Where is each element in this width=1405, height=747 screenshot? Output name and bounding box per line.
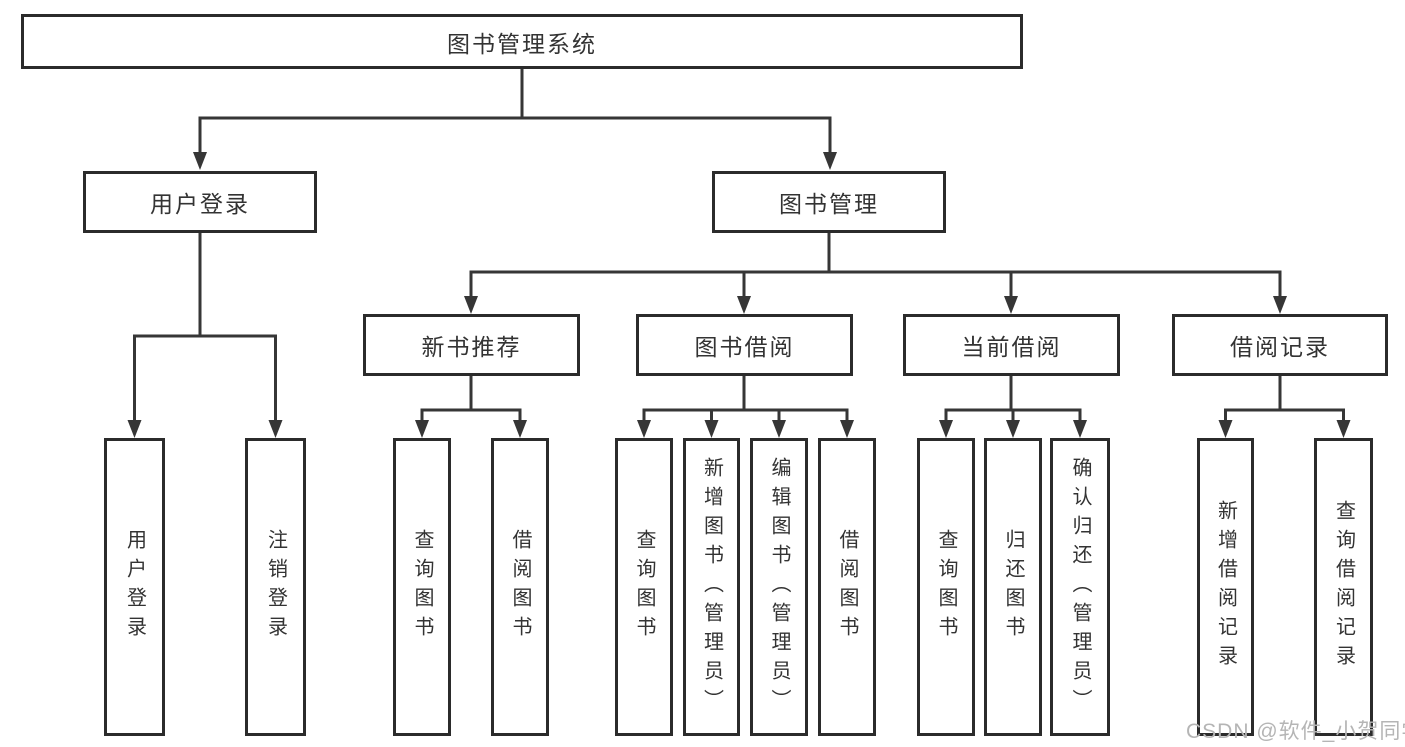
node-leaf-query-books: 查询图书 bbox=[917, 438, 975, 736]
node-leaf-edit-books-admin: 编辑图书（管理员） bbox=[750, 438, 808, 736]
node-book-management: 图书管理 bbox=[712, 171, 946, 233]
node-leaf-user-login: 用户登录 bbox=[104, 438, 165, 736]
node-leaf-query-borrow-record: 查询借阅记录 bbox=[1314, 438, 1373, 736]
node-leaf-borrow-books: 借阅图书 bbox=[818, 438, 876, 736]
node-book-borrow: 图书借阅 bbox=[636, 314, 853, 376]
arrowhead-icons bbox=[127, 152, 1351, 438]
node-leaf-add-borrow-record: 新增借阅记录 bbox=[1197, 438, 1254, 736]
node-user-login: 用户登录 bbox=[83, 171, 317, 233]
node-borrow-records: 借阅记录 bbox=[1172, 314, 1388, 376]
node-leaf-return-books: 归还图书 bbox=[984, 438, 1042, 736]
node-leaf-query-books: 查询图书 bbox=[615, 438, 673, 736]
node-leaf-logout: 注销登录 bbox=[245, 438, 306, 736]
node-leaf-borrow-books: 借阅图书 bbox=[491, 438, 549, 736]
node-leaf-confirm-return-admin: 确认归还（管理员） bbox=[1050, 438, 1110, 736]
node-new-book-recommend: 新书推荐 bbox=[363, 314, 580, 376]
csdn-watermark: CSDN @软件_小贺同学 bbox=[1186, 720, 1405, 743]
node-leaf-add-books-admin: 新增图书（管理员） bbox=[683, 438, 740, 736]
node-leaf-query-books: 查询图书 bbox=[393, 438, 451, 736]
node-library-management-system: 图书管理系统 bbox=[21, 14, 1023, 69]
node-current-borrow: 当前借阅 bbox=[903, 314, 1120, 376]
